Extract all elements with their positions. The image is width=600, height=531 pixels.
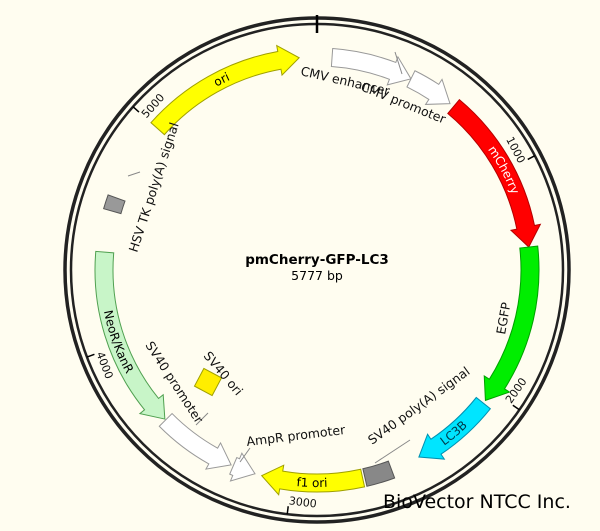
hsv-tk-polya-feature xyxy=(103,194,126,215)
cmv-enhancer-leader xyxy=(394,51,403,75)
neor-kanr-feature xyxy=(94,250,166,420)
lc3b-feature xyxy=(418,396,492,460)
f1-ori-feature-label-text: f1 ori xyxy=(296,475,328,490)
sv40-promoter-feature xyxy=(158,412,232,470)
egfp-label: EGFP xyxy=(493,301,513,336)
ampr-promoter-label: AmpR promoter xyxy=(246,422,347,449)
plasmid-name: pmCherry-GFP-LC3 xyxy=(245,252,389,268)
tick-mark-5000 xyxy=(132,106,140,113)
sv40-polya-leader xyxy=(374,439,411,464)
sv40-ori-box xyxy=(193,367,223,397)
f1-ori-feature xyxy=(260,464,366,496)
egfp-feature xyxy=(483,245,540,402)
tick-label-3000: 3000 xyxy=(288,494,317,510)
tick-mark-4000 xyxy=(86,353,95,358)
plasmid-length: 5777 bp xyxy=(291,268,343,283)
cmv-promoter-feature xyxy=(406,70,451,105)
ori-feature-label: ori xyxy=(211,70,231,90)
hsv-tk-leader xyxy=(127,171,141,177)
f1-ori-feature-label: f1 ori xyxy=(296,475,328,490)
ori-feature-label-text: ori xyxy=(211,70,231,90)
ampr-promoter-leader xyxy=(239,447,251,463)
hsv-tk-polya-label: HSV TK poly(A) signal xyxy=(126,121,182,254)
tick-mark-2000 xyxy=(512,404,520,411)
ampr-promoter-feature xyxy=(229,452,256,482)
tick-mark-3000 xyxy=(286,506,289,515)
mcherry-feature xyxy=(447,98,542,248)
sv40-polya-feature xyxy=(362,460,396,487)
brand-watermark: BioVector NTCC Inc. xyxy=(383,491,571,513)
ori-feature xyxy=(150,44,301,136)
cmv-enhancer-feature xyxy=(330,48,412,86)
sv40-promoter-leader xyxy=(195,412,209,426)
tick-mark-1000 xyxy=(527,155,536,161)
